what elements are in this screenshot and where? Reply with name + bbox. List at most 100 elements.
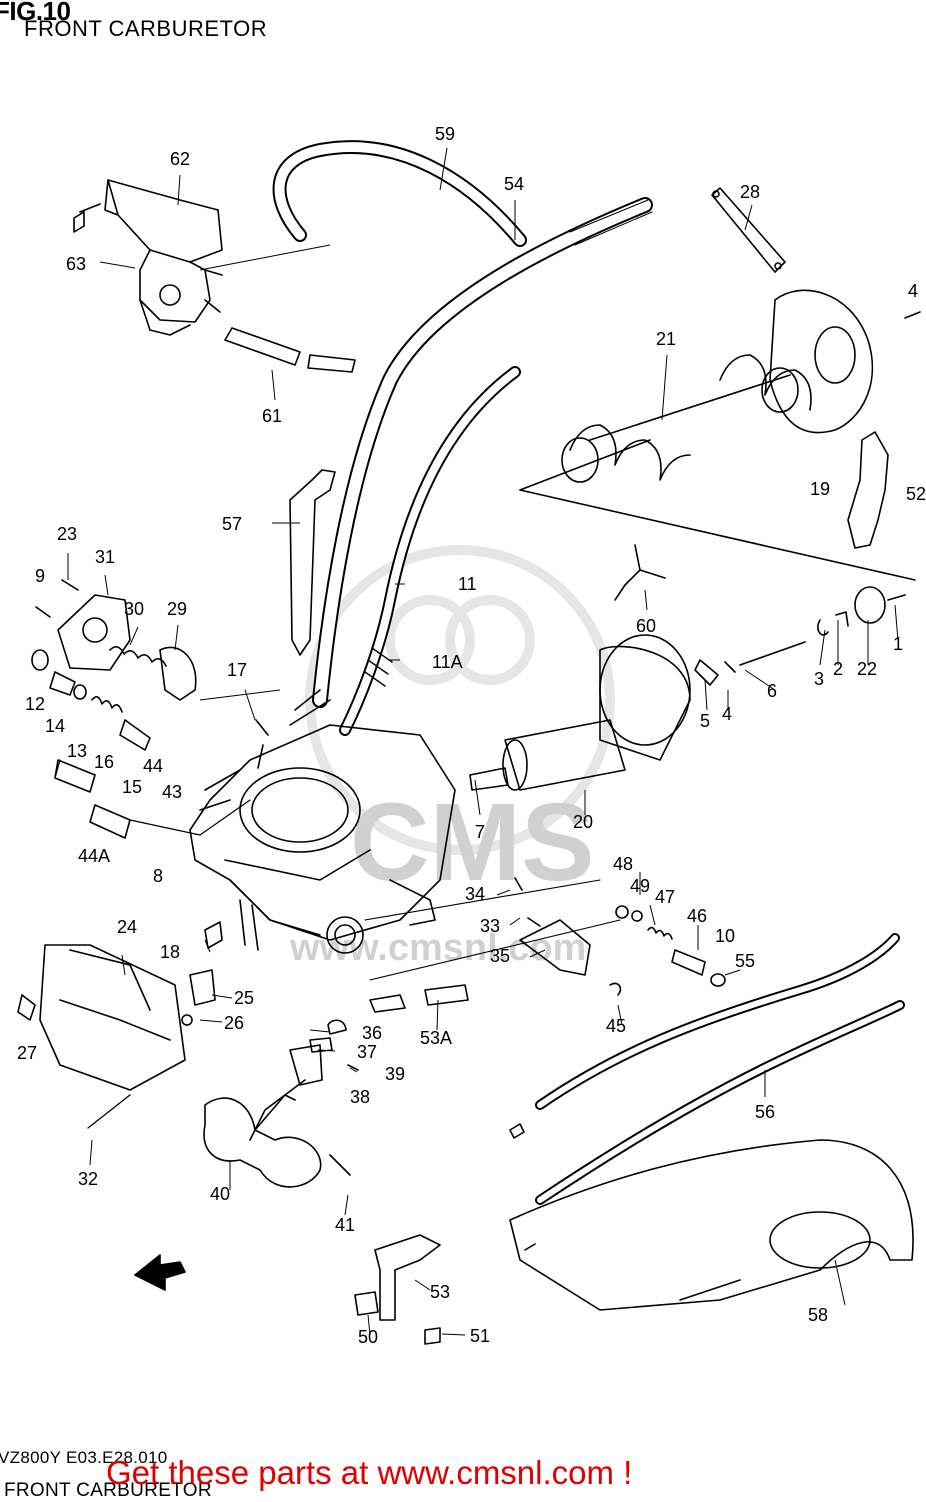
callout: 25 bbox=[234, 988, 254, 1008]
lever-52 bbox=[847, 431, 889, 549]
callout: 23 bbox=[57, 524, 77, 544]
get-parts-link[interactable]: Get these parts at www.cmsnl.com ! bbox=[106, 1454, 633, 1491]
diagram-code: VZ800Y E03.E28.010 bbox=[0, 1448, 168, 1467]
callout: 20 bbox=[573, 812, 593, 832]
callout: 17 bbox=[227, 660, 247, 680]
callout: 4 bbox=[908, 281, 918, 301]
callout: 48 bbox=[613, 854, 633, 874]
callout: 34 bbox=[465, 884, 485, 904]
piston-valve-20 bbox=[469, 634, 691, 791]
callout: 51 bbox=[470, 1326, 490, 1346]
cms-watermark: CMS www.cmsnl.com bbox=[289, 545, 615, 969]
callout: 56 bbox=[755, 1102, 775, 1122]
callout: 52 bbox=[906, 484, 926, 504]
plunger-29 bbox=[159, 646, 197, 701]
svg-text:CMS: CMS bbox=[350, 781, 594, 904]
callout: 57 bbox=[222, 514, 242, 534]
callout: 24 bbox=[117, 917, 137, 937]
fuel-hose-59 bbox=[272, 140, 527, 247]
callout: 39 bbox=[385, 1064, 405, 1084]
bracket-28 bbox=[711, 187, 786, 273]
callout: 27 bbox=[17, 1043, 37, 1063]
callout: 38 bbox=[350, 1087, 370, 1107]
float-chamber-24 bbox=[39, 944, 186, 1091]
callout: 60 bbox=[636, 616, 656, 636]
figure-number: FIG.10 bbox=[0, 0, 71, 26]
callout: 9 bbox=[35, 566, 45, 586]
callout: 21 bbox=[656, 329, 676, 349]
callout: 36 bbox=[362, 1023, 382, 1043]
cable-tie-57 bbox=[289, 469, 336, 656]
throttle-cable-55 bbox=[535, 933, 900, 1110]
callout: 44 bbox=[143, 756, 163, 776]
callout: 55 bbox=[735, 951, 755, 971]
hose-61 bbox=[224, 327, 301, 366]
callout: 16 bbox=[94, 752, 114, 772]
callout: 53 bbox=[430, 1282, 450, 1302]
callout: 43 bbox=[162, 782, 182, 802]
callout: 3 bbox=[814, 669, 824, 689]
callout: 59 bbox=[435, 124, 455, 144]
callout: 8 bbox=[153, 866, 163, 886]
spring-16 bbox=[91, 696, 123, 713]
callout-labels: 59 54 62 28 63 4 21 61 19 52 57 23 31 11… bbox=[17, 124, 926, 1347]
screw-63 bbox=[73, 203, 101, 233]
spring-47 bbox=[647, 926, 673, 940]
callout: 49 bbox=[630, 876, 650, 896]
callout: 54 bbox=[504, 174, 524, 194]
callout: 61 bbox=[262, 406, 282, 426]
callout: 58 bbox=[808, 1305, 828, 1325]
callout: 13 bbox=[67, 741, 87, 761]
callout: 11A bbox=[432, 652, 463, 672]
callout: 32 bbox=[78, 1169, 98, 1189]
figure-subtitle: FRONT CARBURETOR bbox=[24, 16, 268, 41]
throttle-cable-56 bbox=[535, 1000, 905, 1205]
callout: 45 bbox=[606, 1016, 626, 1036]
carburetor-body bbox=[189, 719, 456, 954]
callout: 30 bbox=[124, 599, 144, 619]
fwd-arrow bbox=[134, 1254, 186, 1291]
callout: 47 bbox=[655, 887, 675, 907]
callout: 28 bbox=[740, 182, 760, 202]
callout: 22 bbox=[857, 659, 877, 679]
spring-21 bbox=[561, 354, 812, 483]
callout: 40 bbox=[210, 1184, 230, 1204]
diaphragm-cover-19 bbox=[769, 289, 874, 434]
callout: 33 bbox=[480, 916, 500, 936]
float-40 bbox=[203, 1097, 322, 1188]
callout: 6 bbox=[767, 681, 777, 701]
callout: 19 bbox=[810, 479, 830, 499]
callout: 46 bbox=[687, 906, 707, 926]
callout: 11 bbox=[458, 574, 477, 594]
svg-text:www.cmsnl.com: www.cmsnl.com bbox=[289, 927, 586, 969]
callout: 18 bbox=[160, 942, 180, 962]
callout: 4 bbox=[722, 704, 732, 724]
callout: 37 bbox=[357, 1042, 377, 1062]
callout: 5 bbox=[700, 711, 710, 731]
callout: 7 bbox=[475, 822, 485, 842]
callout: 50 bbox=[358, 1327, 378, 1347]
callout: 14 bbox=[45, 716, 65, 736]
callout: 10 bbox=[715, 926, 735, 946]
callout: 31 bbox=[95, 547, 115, 567]
bracket-53 bbox=[374, 1234, 441, 1321]
callout: 62 bbox=[170, 149, 190, 169]
callout: 35 bbox=[490, 946, 510, 966]
callout: 26 bbox=[224, 1013, 244, 1033]
vacuum-cock-62 bbox=[104, 179, 223, 336]
jet-needle-6 bbox=[739, 641, 806, 666]
callout: 12 bbox=[25, 694, 45, 714]
callout: 1 bbox=[893, 634, 903, 654]
spring-30 bbox=[109, 646, 167, 667]
callout: 29 bbox=[167, 599, 187, 619]
callout: 53A bbox=[420, 1028, 452, 1048]
callout: 15 bbox=[122, 777, 142, 797]
callout: 41 bbox=[335, 1215, 355, 1235]
callout: 44A bbox=[78, 846, 110, 866]
accel-pump-cover-31 bbox=[57, 594, 131, 671]
footer-subtitle: FRONT CARBURETOR bbox=[4, 1480, 212, 1501]
heat-shield-58 bbox=[509, 1139, 914, 1311]
callout: 2 bbox=[833, 659, 843, 679]
callout: 63 bbox=[66, 254, 86, 274]
